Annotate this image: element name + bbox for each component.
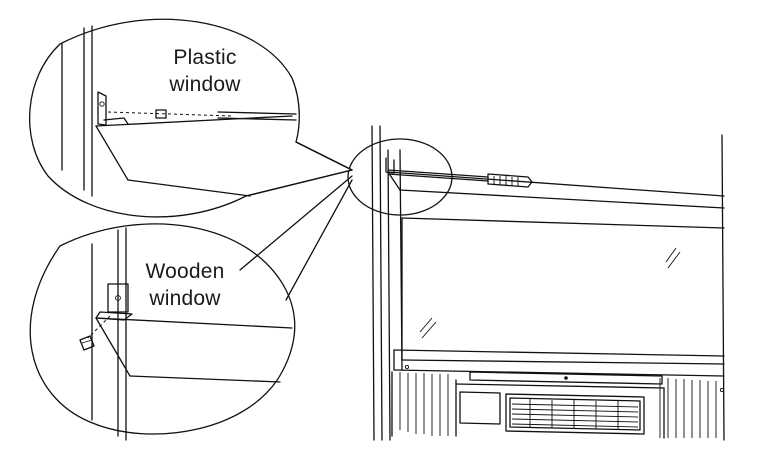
main-window-illustration [347, 125, 725, 441]
callout-pointer-wooden-lower [285, 179, 353, 301]
plastic-window-label-line1: Plastic [173, 46, 237, 69]
callout-pointer-wooden [239, 175, 353, 271]
callout-pointer-plastic-lower [245, 169, 353, 197]
plastic-window-label: Plastic window [150, 44, 260, 98]
plastic-window-callout [29, 18, 353, 218]
plastic-window-label-line2: window [169, 73, 241, 96]
wooden-window-callout [29, 223, 296, 441]
callout-pointer-plastic [295, 141, 353, 171]
wooden-window-label: Wooden window [130, 258, 240, 312]
wooden-window-label-line2: window [149, 287, 221, 310]
wooden-window-label-line1: Wooden [145, 260, 225, 283]
